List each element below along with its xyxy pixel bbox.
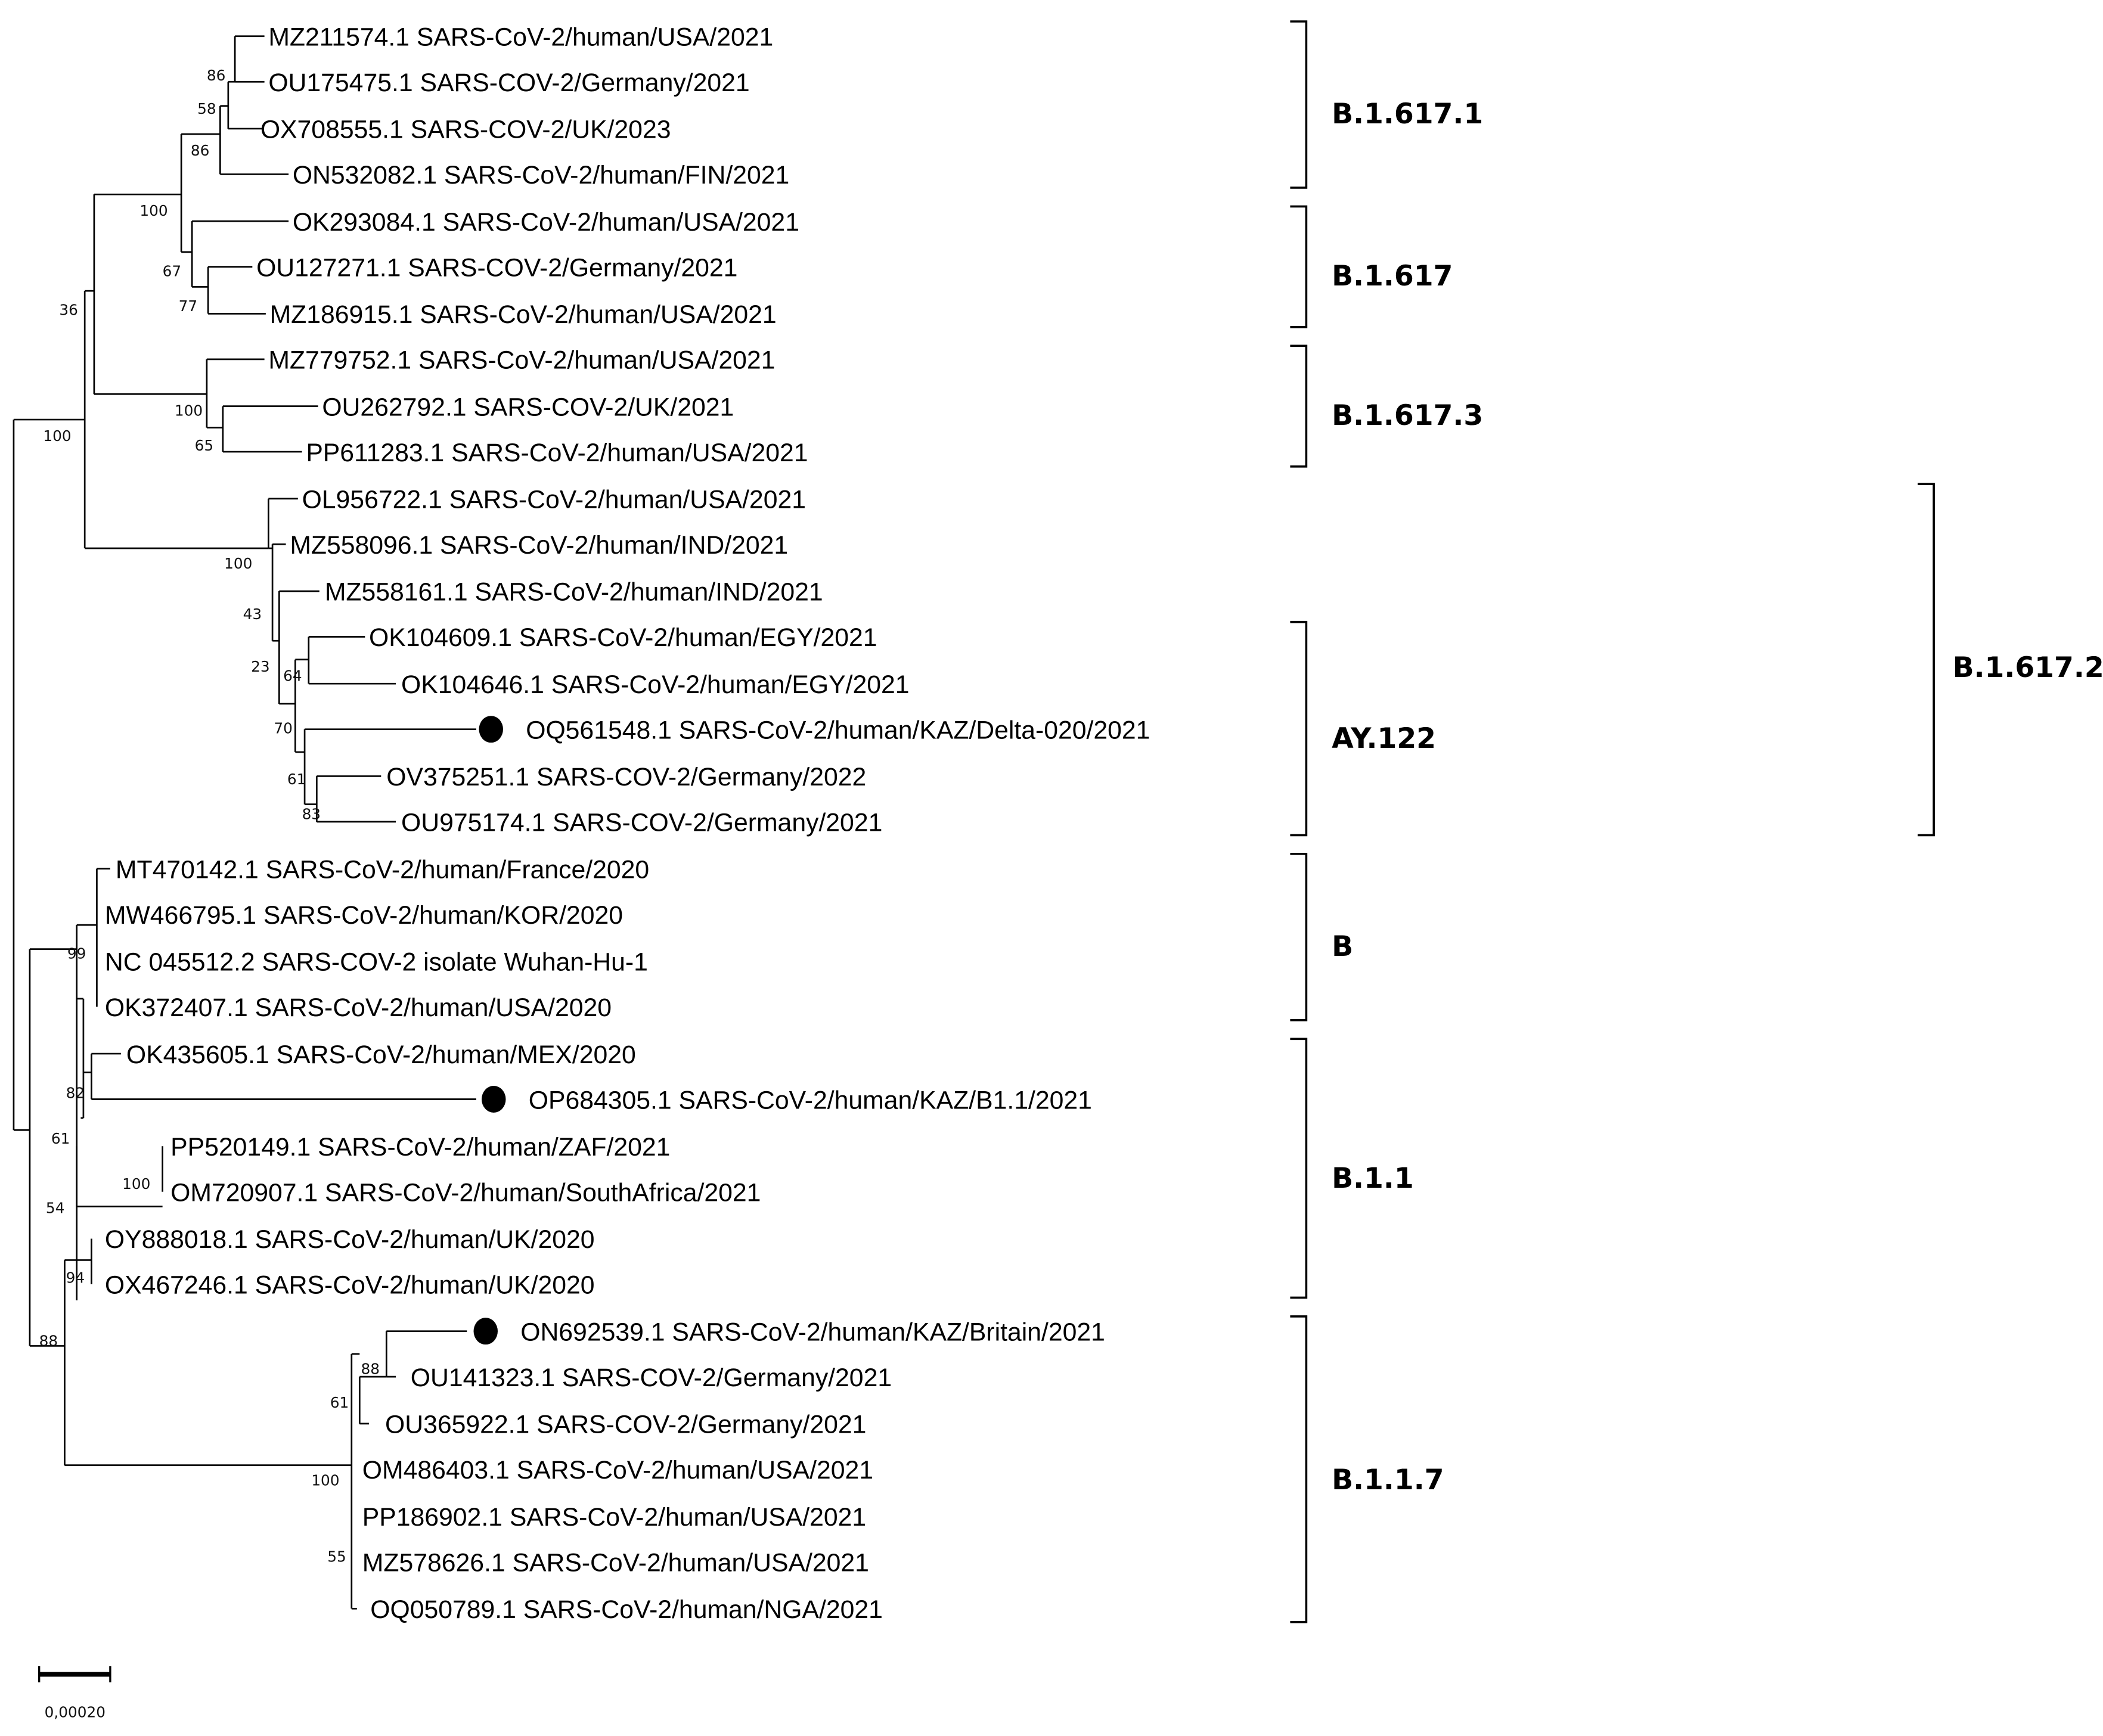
leaf-label: OK293084.1 SARS-CoV-2/human/USA/2021 xyxy=(293,208,799,237)
kaz-marker-delta xyxy=(479,716,503,743)
leaf-label: MZ558161.1 SARS-CoV-2/human/IND/2021 xyxy=(325,578,823,607)
clade-label-ay122: AY.122 xyxy=(1332,722,1436,755)
bootstrap-value: 100 xyxy=(122,1175,150,1192)
bootstrap-value: 100 xyxy=(224,555,252,572)
bootstrap-value: 43 xyxy=(243,605,262,623)
leaf-label: OU127271.1 SARS-COV-2/Germany/2021 xyxy=(256,253,737,282)
clade-labels: B.1.617.1 B.1.617 B.1.617.3 AY.122 B.1.6… xyxy=(1332,98,2103,1496)
clade-label-b16172: B.1.617.2 xyxy=(1953,651,2103,684)
leaf-label: OU365922.1 SARS-COV-2/Germany/2021 xyxy=(385,1411,866,1439)
bootstrap-value: 64 xyxy=(283,667,302,685)
leaf-label: PP520149.1 SARS-CoV-2/human/ZAF/2021 xyxy=(170,1133,670,1162)
leaf-label: OK104646.1 SARS-CoV-2/human/EGY/2021 xyxy=(401,670,910,699)
bootstrap-value: 36 xyxy=(59,302,77,319)
bootstrap-value: 82 xyxy=(66,1084,85,1101)
bootstrap-value: 100 xyxy=(311,1471,339,1489)
leaf-label: MZ186915.1 SARS-CoV-2/human/USA/2021 xyxy=(270,300,777,329)
leaf-label: OM720907.1 SARS-CoV-2/human/SouthAfrica/… xyxy=(170,1178,761,1207)
bootstrap-value: 67 xyxy=(163,262,181,280)
leaf-label: OK435605.1 SARS-CoV-2/human/MEX/2020 xyxy=(126,1041,636,1069)
bootstrap-value: 88 xyxy=(39,1332,58,1349)
bootstrap-value: 100 xyxy=(175,402,203,419)
leaf-label: OK104609.1 SARS-CoV-2/human/EGY/2021 xyxy=(369,623,877,652)
bootstrap-value: 61 xyxy=(330,1394,349,1411)
leaf-label: OY888018.1 SARS-CoV-2/human/UK/2020 xyxy=(105,1225,595,1254)
leaf-label: OQ050789.1 SARS-CoV-2/human/NGA/2021 xyxy=(370,1595,883,1624)
sample-markers xyxy=(473,716,506,1345)
leaf-label: OU262792.1 SARS-COV-2/UK/2021 xyxy=(322,393,734,421)
leaf-label: OV375251.1 SARS-COV-2/Germany/2022 xyxy=(386,763,866,791)
leaf-label: OU141323.1 SARS-COV-2/Germany/2021 xyxy=(411,1364,892,1392)
leaf-label: MZ558096.1 SARS-CoV-2/human/IND/2021 xyxy=(290,531,788,560)
leaf-label: NC 045512.2 SARS-COV-2 isolate Wuhan-Hu-… xyxy=(105,948,648,977)
leaf-labels: MZ211574.1 SARS-CoV-2/human/USA/2021 OU1… xyxy=(105,23,1150,1624)
bootstrap-value: 86 xyxy=(191,142,209,159)
bootstrap-value: 86 xyxy=(207,67,225,84)
bootstrap-value: 88 xyxy=(361,1361,380,1378)
bootstrap-value: 58 xyxy=(197,100,216,117)
leaf-label: MZ211574.1 SARS-CoV-2/human/USA/2021 xyxy=(268,23,773,51)
bootstrap-value: 61 xyxy=(51,1130,70,1147)
leaf-label: OM486403.1 SARS-CoV-2/human/USA/2021 xyxy=(362,1456,873,1485)
leaf-label: PP611283.1 SARS-CoV-2/human/USA/2021 xyxy=(306,439,808,467)
leaf-label: OP684305.1 SARS-CoV-2/human/KAZ/B1.1/202… xyxy=(529,1086,1092,1114)
bootstrap-value: 55 xyxy=(327,1548,346,1566)
leaf-label: MW466795.1 SARS-CoV-2/human/KOR/2020 xyxy=(105,901,623,930)
scale-bar: 0,00020 xyxy=(38,1666,111,1721)
leaf-label: MT470142.1 SARS-CoV-2/human/France/2020 xyxy=(116,855,649,884)
kaz-marker-b11 xyxy=(481,1086,506,1113)
leaf-label: MZ578626.1 SARS-CoV-2/human/USA/2021 xyxy=(362,1548,869,1577)
clade-label-b11: B.1.1 xyxy=(1332,1162,1414,1195)
leaf-label: ON532082.1 SARS-CoV-2/human/FIN/2021 xyxy=(293,161,789,190)
tree-branches xyxy=(13,35,476,1610)
scale-bar-label: 0,00020 xyxy=(45,1704,106,1721)
leaf-label: MZ779752.1 SARS-CoV-2/human/USA/2021 xyxy=(268,346,775,375)
bootstrap-value: 94 xyxy=(66,1269,85,1287)
leaf-label: ON692539.1 SARS-CoV-2/human/KAZ/Britain/… xyxy=(520,1318,1105,1346)
bootstrap-value: 23 xyxy=(251,658,269,675)
leaf-label: OX708555.1 SARS-COV-2/UK/2023 xyxy=(260,116,671,144)
clade-label-b16171: B.1.617.1 xyxy=(1332,98,1483,131)
bootstrap-value: 100 xyxy=(43,427,71,445)
bootstrap-value: 65 xyxy=(195,437,213,454)
leaf-label: OL956722.1 SARS-CoV-2/human/USA/2021 xyxy=(302,486,806,514)
leaf-label: OX467246.1 SARS-CoV-2/human/UK/2020 xyxy=(105,1271,595,1300)
clade-label-b1617: B.1.617 xyxy=(1332,260,1453,293)
bootstrap-value: 54 xyxy=(46,1200,64,1217)
leaf-label: OQ561548.1 SARS-CoV-2/human/KAZ/Delta-02… xyxy=(526,716,1150,744)
clade-label-b: B xyxy=(1332,930,1353,963)
leaf-label: OU175475.1 SARS-COV-2/Germany/2021 xyxy=(268,69,749,97)
clade-brackets xyxy=(1290,20,1935,1623)
bootstrap-value: 61 xyxy=(287,771,306,788)
bootstrap-value: 70 xyxy=(274,719,292,737)
leaf-label: OK372407.1 SARS-CoV-2/human/USA/2020 xyxy=(105,993,612,1022)
bootstrap-value: 99 xyxy=(67,945,86,962)
bootstrap-value: 83 xyxy=(302,805,321,822)
bootstrap-value: 100 xyxy=(139,202,168,219)
leaf-label: OU975174.1 SARS-COV-2/Germany/2021 xyxy=(401,809,882,837)
clade-label-b16173: B.1.617.3 xyxy=(1332,399,1483,432)
leaf-label: PP186902.1 SARS-CoV-2/human/USA/2021 xyxy=(362,1503,866,1532)
kaz-marker-britain xyxy=(473,1318,498,1345)
clade-label-b117: B.1.1.7 xyxy=(1332,1464,1444,1496)
bootstrap-value: 77 xyxy=(179,297,197,315)
bootstrap-values: 86 58 86 100 67 77 36 100 65 100 100 43 … xyxy=(39,67,380,1566)
